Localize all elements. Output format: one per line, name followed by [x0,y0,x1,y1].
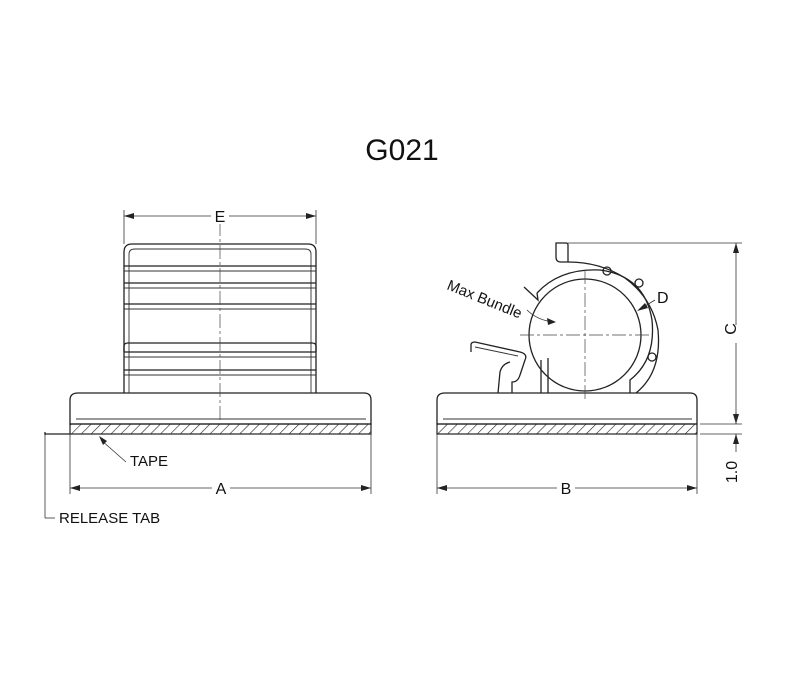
max-bundle-label: Max Bundle [445,277,525,322]
front-base-plate [69,392,372,425]
dimension-label-b: B [561,481,572,498]
clip-ring [523,242,660,394]
side-tape-layer [436,423,698,435]
dimension-label-d: D [657,290,669,307]
dimension-label-a: A [216,481,227,498]
dimension-e: E [123,206,317,244]
dimension-c: C [568,242,745,425]
side-view: Max Bundle D B C [436,242,745,498]
dimension-thickness: 1.0 [700,412,742,483]
side-base-plate [436,392,698,425]
front-tape-layer [69,423,372,435]
dimension-d: D [637,290,669,311]
release-tab-callout: RELEASE TAB [44,435,160,527]
dimension-label-e: E [215,209,226,226]
tape-label: TAPE [130,453,168,470]
drawing-title: G021 [365,134,438,167]
dimension-a: A [69,434,372,498]
tape-callout: TAPE [99,436,168,470]
front-view: E A TAPE RELEASE TAB [44,206,372,527]
dimension-label-thickness: 1.0 [724,461,741,483]
release-lever [470,341,527,394]
release-tab-label: RELEASE TAB [59,510,160,527]
dimension-b: B [436,434,698,498]
max-bundle-callout: Max Bundle [445,277,556,325]
dimension-label-c: C [723,323,740,335]
